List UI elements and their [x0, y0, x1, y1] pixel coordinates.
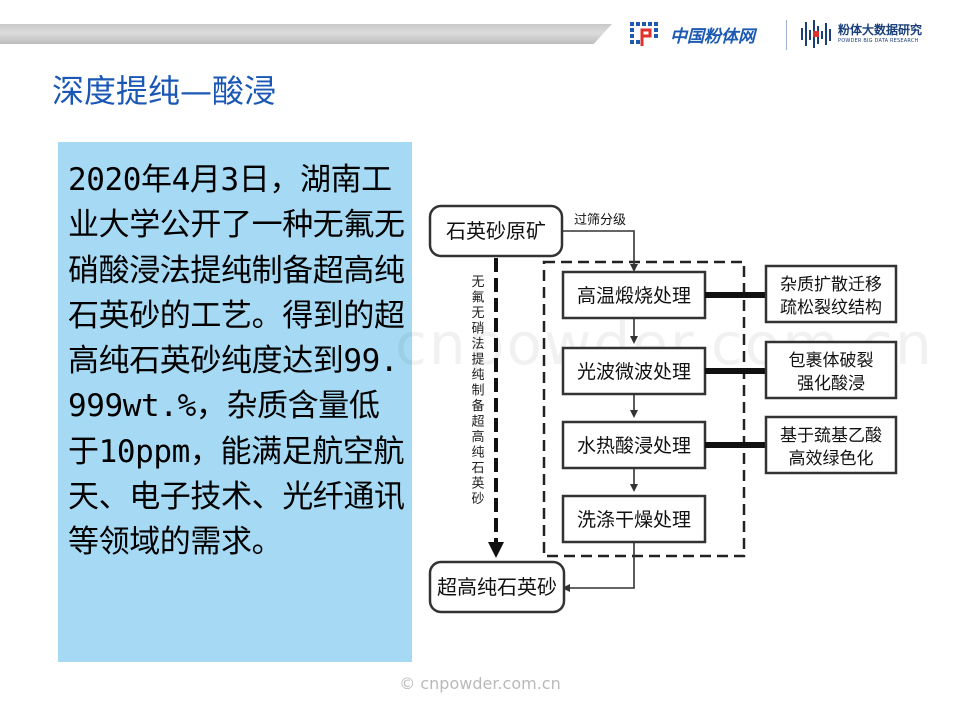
step-microwave: [561, 346, 707, 396]
note-acid-leach-line2: 高效绿色化: [789, 449, 874, 469]
header-gray-bar: [0, 24, 612, 44]
note-microwave: [764, 340, 898, 400]
cnpowder-logo-icon: [628, 19, 664, 49]
bar-chart-logo-icon: [800, 18, 834, 50]
logo-powder-big-data[interactable]: 粉体大数据研究 POWDER BIG DATA RESEARCH: [800, 16, 922, 52]
step-calcination-label: 高温煅烧处理: [577, 285, 691, 307]
step-acid-leach-label: 水热酸浸处理: [577, 435, 691, 457]
step-wash-dry: [561, 494, 707, 544]
note-calcination-line2: 疏松裂纹结构: [780, 298, 882, 318]
logo-secondary-text: 粉体大数据研究: [838, 23, 923, 37]
note-microwave-line2: 强化酸浸: [797, 374, 865, 394]
side-label-char: 纯: [471, 446, 484, 461]
logo-primary-text: 中国粉体网: [670, 26, 755, 47]
side-label-char: 无: [471, 306, 484, 321]
edge-label-sieve: 过筛分级: [574, 213, 626, 228]
side-label-char: 纯: [471, 368, 484, 383]
side-label-char: 提: [471, 352, 484, 368]
edge-step4-to-end: [562, 542, 635, 592]
logo-divider: [786, 20, 787, 50]
side-label-char: 法: [471, 337, 484, 352]
side-label-char: 备: [471, 398, 484, 414]
note-acid-leach: [764, 415, 898, 475]
logo-cnpowder[interactable]: 中国粉体网: [628, 16, 755, 52]
side-label-char: 无: [471, 275, 484, 290]
side-label-char: 制: [471, 384, 484, 399]
process-group-border: [542, 260, 746, 558]
description-text: 2020年4月3日，湖南工业大学公开了一种无氟无硝酸浸法提纯制备超高纯石英砂的工…: [68, 162, 405, 561]
step-wash-dry-label: 洗涤干燥处理: [577, 509, 691, 531]
edge-start-to-step1: [562, 230, 638, 272]
description-box: 2020年4月3日，湖南工业大学公开了一种无氟无硝酸浸法提纯制备超高纯石英砂的工…: [58, 142, 412, 662]
side-label-char: 英: [471, 477, 484, 492]
side-label-char: 超: [471, 415, 484, 430]
note-microwave-line1: 包裹体破裂: [789, 351, 874, 371]
side-label-char: 石: [471, 461, 484, 476]
node-end: [428, 560, 566, 614]
step-microwave-label: 光波微波处理: [577, 361, 691, 383]
note-calcination-line1: 杂质扩散迁移: [780, 275, 882, 295]
side-label-char: 砂: [471, 492, 484, 507]
process-flow-diagram: 石英砂原矿 过筛分级 高温煅烧处理 光波微波处理 水热酸浸处理 洗涤干燥处理 超…: [428, 204, 898, 614]
slide-title: 深度提纯—酸浸: [52, 72, 277, 110]
node-end-label: 超高纯石英砂: [437, 575, 557, 599]
note-acid-leach-line1: 基于巯基乙酸: [780, 426, 882, 446]
note-calcination: [764, 264, 898, 324]
side-label-char: 氟: [471, 291, 484, 306]
copyright-text: © cnpowder.com.cn: [399, 674, 561, 693]
logo-secondary-subtext: POWDER BIG DATA RESEARCH: [838, 38, 919, 44]
side-label-char: 高: [471, 429, 484, 445]
side-label-char: 硝: [471, 322, 484, 337]
node-start-label: 石英砂原矿: [446, 219, 546, 243]
